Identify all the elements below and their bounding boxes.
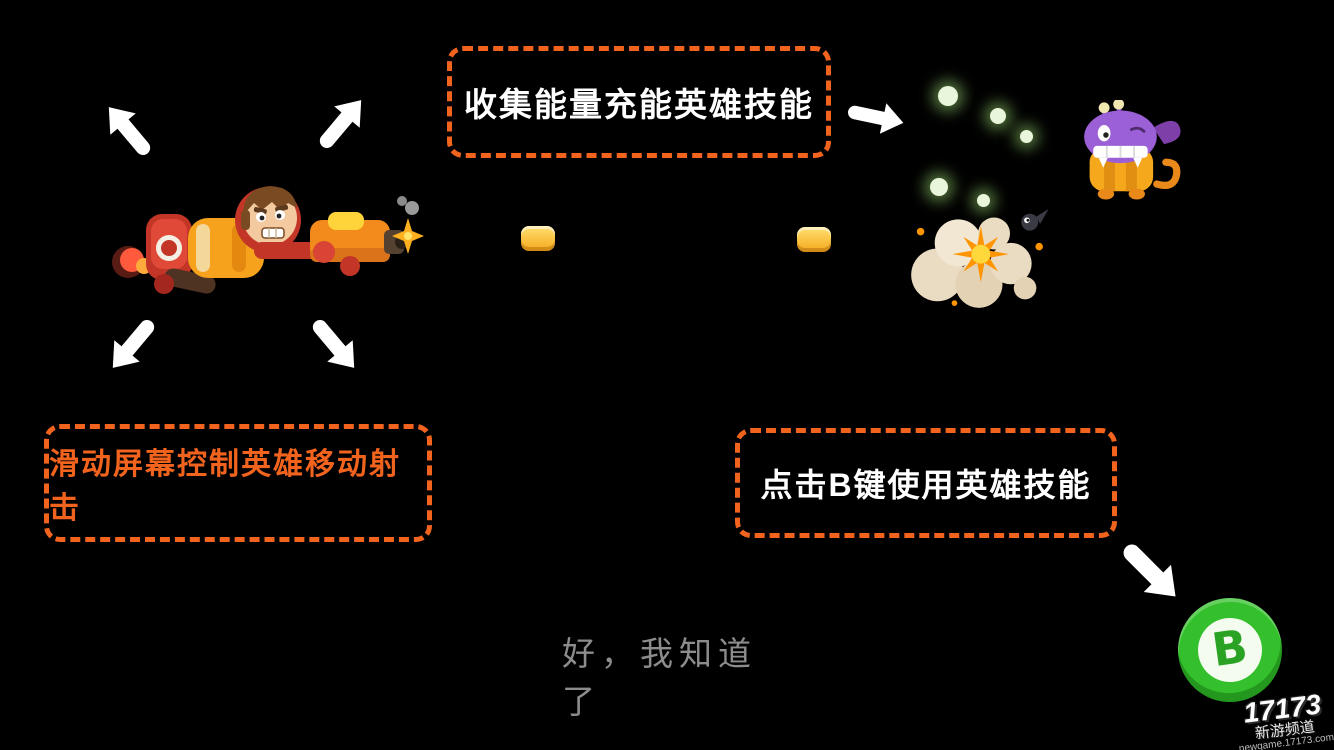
arrow-up-right-icon — [319, 100, 362, 149]
energy-pickup — [797, 227, 831, 252]
arrow-down-right-icon — [312, 319, 355, 368]
energy-pickup — [521, 226, 555, 251]
energy-particle — [930, 178, 948, 196]
tip-box-collect-energy: 收集能量充能英雄技能 — [447, 46, 831, 158]
energy-particle — [977, 194, 990, 207]
arrow-to-energy-icon — [848, 103, 904, 134]
skill-button-b[interactable]: B — [1171, 591, 1289, 709]
explosion-effect — [911, 209, 1049, 308]
energy-particle — [990, 108, 1006, 124]
skill-button-label: B — [1208, 618, 1251, 678]
watermark: 17173 新游频道 newgame.17173.com — [1233, 689, 1334, 750]
arrow-to-skill-button-icon — [1123, 544, 1176, 597]
arrow-up-left-icon — [108, 107, 151, 156]
confirm-dismiss-button[interactable]: 好，我知道了 — [556, 626, 796, 724]
tip-box-use-skill: 点击B键使用英雄技能 — [735, 428, 1117, 538]
tip-collect-energy-label: 收集能量充能英雄技能 — [464, 86, 814, 123]
energy-particle — [938, 86, 958, 106]
monster-enemy — [1084, 100, 1181, 200]
arrow-down-left-icon — [112, 319, 155, 368]
tip-box-move-control: 滑动屏幕控制英雄移动射击 — [44, 424, 432, 542]
tip-use-skill-label: 点击B键使用英雄技能 — [760, 467, 1092, 503]
energy-particle — [1020, 130, 1033, 143]
hero-character — [112, 186, 424, 294]
skill-button-inner: B — [1193, 613, 1267, 687]
tip-move-control-label: 滑动屏幕控制英雄移动射击 — [49, 448, 401, 525]
